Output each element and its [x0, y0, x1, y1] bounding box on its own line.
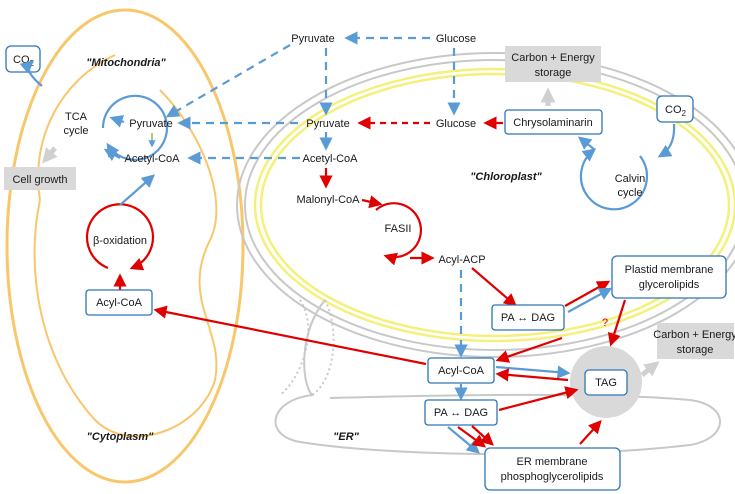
carbon-energy-top-line1: Carbon + Energy [511, 52, 595, 64]
calvin-to-chrysolaminarin-arrow [577, 136, 596, 151]
er-membrane-line2: phosphoglycerolipids [501, 471, 604, 483]
mitochondria-label: "Mitochondria" [86, 57, 166, 69]
beta-oxidation-text: β-oxidation [93, 235, 147, 247]
er-membrane-to-tag-arrow [579, 420, 602, 445]
plastid-to-tag-arrow [607, 299, 627, 347]
fasii-cycle: FASII [375, 202, 422, 266]
padag-er-to-er-membrane-blue-arrow [447, 426, 481, 454]
padag-to-plastid-blue-arrow [567, 287, 613, 313]
acyl-acp: Acyl-ACP [438, 254, 485, 266]
beta-oxidation-cycle: β-oxidation [85, 203, 155, 271]
cell-growth-box: Cell growth [4, 167, 76, 190]
co2-chloro-text: CO [665, 104, 682, 116]
pyruvate-chloro: Pyruvate [306, 118, 349, 130]
tag-box: TAG [584, 369, 628, 396]
calvin-cycle: Calvin cycle [579, 148, 649, 211]
fasii-text: FASII [385, 223, 412, 235]
tca-to-growth-arrow [42, 146, 58, 164]
tca-label-line2: cycle [63, 125, 88, 137]
tca-to-co2-arrow [19, 60, 43, 87]
co2-chloro-subscript: 2 [682, 109, 687, 118]
calvin-label-line2: cycle [617, 187, 642, 199]
pa-dag-er-text: PA ↔ DAG [434, 407, 488, 419]
malonylcoa-to-fasii-arrow [361, 195, 383, 209]
acyl-coa-er-text: Acyl-CoA [438, 365, 485, 377]
acetyl-coa-chloro: Acetyl-CoA [302, 153, 358, 165]
acyl-coa-mito-text: Acyl-CoA [96, 297, 143, 309]
er-label: "ER" [333, 431, 359, 443]
chrysolaminarin-box: Chrysolaminarin [504, 109, 603, 135]
chrysolaminarin-text: Chrysolaminarin [513, 117, 592, 129]
chloroplast-label: "Chloroplast" [470, 171, 542, 183]
acyl-coa-mito-box: Acyl-CoA [85, 289, 153, 316]
beta-ox-to-acetylcoa-arrow [119, 174, 155, 206]
carbon-energy-storage-top: Carbon + Energy storage [505, 46, 601, 82]
tca-cycle: TCA cycle [63, 94, 169, 161]
acetylcoa-to-tca-arrow [103, 148, 121, 161]
tag-text: TAG [595, 377, 617, 389]
plastid-membrane-line2: glycerolipids [639, 279, 700, 291]
uncertain-flux-question: ? [602, 317, 608, 329]
tca-label-line1: TCA [65, 111, 88, 123]
carbon-energy-bottom-line1: Carbon + Energy [653, 329, 735, 341]
plastid-membrane-line1: Plastid membrane [625, 264, 714, 276]
cell-growth-text: Cell growth [12, 174, 67, 186]
pa-dag-chloro-text: PA ↔ DAG [501, 312, 555, 324]
acetyl-coa-mito: Acetyl-CoA [124, 153, 180, 165]
pa-dag-chloro-box: PA ↔ DAG [491, 304, 565, 331]
acyl-coa-er-box: Acyl-CoA [427, 357, 495, 384]
padag-er-to-er-membrane-red-arrow-2 [471, 425, 494, 446]
acylacp-to-padag-chloro-arrow [471, 267, 518, 307]
calvin-label-line1: Calvin [615, 173, 646, 185]
acylcoa-to-tag-blue-arrow [495, 365, 571, 379]
pyruvate-cyto: Pyruvate [291, 33, 334, 45]
co2-chloro-box: CO2 [656, 95, 694, 123]
carbon-energy-top-line2: storage [535, 67, 572, 79]
tag-to-acylcoa-red-arrow [495, 368, 569, 382]
cytoplasm-label: "Cytoplasm" [87, 431, 154, 443]
padag-er-to-er-membrane-red-arrow-1 [457, 426, 487, 448]
carbon-energy-bottom-line2: storage [677, 344, 714, 356]
er-membrane-box: ER membrane phosphoglycerolipids [484, 447, 621, 491]
co2-mito-text: CO [13, 54, 30, 66]
glucose-chloro: Glucose [436, 118, 476, 130]
pyruvate-to-tca-arrow [109, 115, 125, 128]
pa-dag-er-box: PA ↔ DAG [424, 399, 498, 426]
malonyl-coa: Malonyl-CoA [297, 194, 361, 206]
pyruvate-mito: Pyruvate [129, 118, 172, 130]
plastid-membrane-box: Plastid membrane glycerolipids [611, 255, 727, 299]
padag-to-plastid-red-arrow [564, 280, 611, 307]
padag-er-to-tag-arrow [498, 386, 579, 412]
glucose-cyto: Glucose [436, 33, 476, 45]
co2-to-calvin-arrow [657, 123, 676, 158]
acylcoa-er-to-mito-arrow [153, 305, 427, 366]
er-membrane-line1: ER membrane [517, 456, 588, 468]
pyruvate-cyto-to-mito-arrow [165, 44, 291, 118]
tag-to-storage-arrow [640, 361, 660, 377]
carbon-energy-storage-bottom: Carbon + Energy storage [653, 323, 735, 359]
chloroplast [236, 52, 735, 358]
co2-mito-box: CO2 [5, 45, 41, 73]
svg-text:CO2: CO2 [665, 104, 687, 118]
padag-chloro-to-acylcoa-arrow [495, 336, 563, 363]
